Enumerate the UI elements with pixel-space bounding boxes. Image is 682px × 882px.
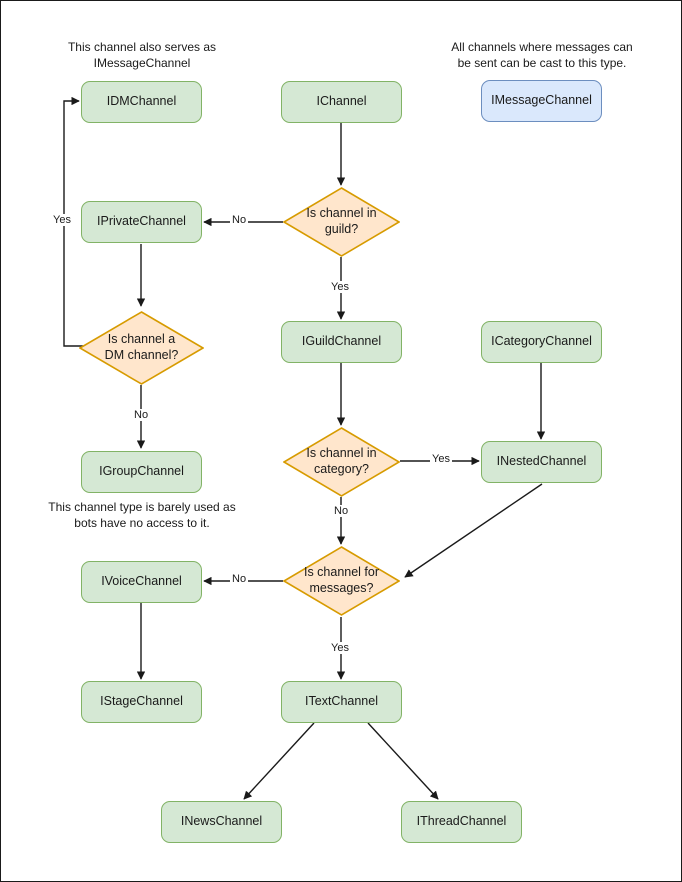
- edge-label-guild-no: No: [230, 214, 249, 226]
- node-idmchannel[interactable]: IDMChannel: [81, 81, 202, 123]
- diamond-shape-category: [283, 427, 400, 497]
- node-decision-category[interactable]: Is channel in category?: [283, 427, 400, 497]
- node-inestedchannel[interactable]: INestedChannel: [481, 441, 602, 483]
- edge-text-to-thread: [367, 722, 439, 800]
- diamond-shape-dm: [79, 311, 204, 385]
- node-decision-messages[interactable]: Is channel for messages?: [283, 546, 400, 616]
- note-message-channel: All channels where messages can be sent …: [451, 40, 633, 71]
- node-ivoicechannel[interactable]: IVoiceChannel: [81, 561, 202, 603]
- node-iprivatechannel[interactable]: IPrivateChannel: [81, 201, 202, 243]
- edge-label-dm-no: No: [132, 409, 151, 421]
- node-iguildchannel[interactable]: IGuildChannel: [281, 321, 402, 363]
- decision-guild-label: Is channel in guild?: [306, 206, 377, 236]
- node-istagechannel[interactable]: IStageChannel: [81, 681, 202, 723]
- edge-label-guild-yes: Yes: [329, 281, 351, 293]
- decision-dm-label: Is channel a DM channel?: [104, 332, 179, 362]
- decision-messages-label: Is channel for messages?: [303, 565, 380, 595]
- note-dm-channel: This channel also serves as IMessageChan…: [67, 40, 217, 71]
- edge-label-messages-no: No: [230, 573, 249, 585]
- edge-label-messages-yes: Yes: [329, 642, 351, 654]
- edge-text-to-news: [243, 722, 315, 800]
- node-itextchannel[interactable]: ITextChannel: [281, 681, 402, 723]
- node-decision-dm[interactable]: Is channel a DM channel?: [79, 311, 204, 385]
- diamond-shape-messages: [283, 546, 400, 616]
- node-igroupchannel[interactable]: IGroupChannel: [81, 451, 202, 493]
- node-decision-guild[interactable]: Is channel in guild?: [283, 187, 400, 257]
- node-ichannel[interactable]: IChannel: [281, 81, 402, 123]
- node-ithreadchannel[interactable]: IThreadChannel: [401, 801, 522, 843]
- edge-nested-to-messages: [404, 483, 543, 578]
- node-inewschannel[interactable]: INewsChannel: [161, 801, 282, 843]
- decision-category-label: Is channel in category?: [306, 446, 377, 476]
- node-imessagechannel[interactable]: IMessageChannel: [481, 80, 602, 122]
- node-icategorychannel[interactable]: ICategoryChannel: [481, 321, 602, 363]
- edge-label-dm-yes: Yes: [51, 214, 73, 226]
- diamond-shape-guild: [283, 187, 400, 257]
- edge-label-category-yes: Yes: [430, 453, 452, 465]
- note-group-channel: This channel type is barely used as bots…: [48, 500, 236, 531]
- edge-label-category-no: No: [332, 505, 351, 517]
